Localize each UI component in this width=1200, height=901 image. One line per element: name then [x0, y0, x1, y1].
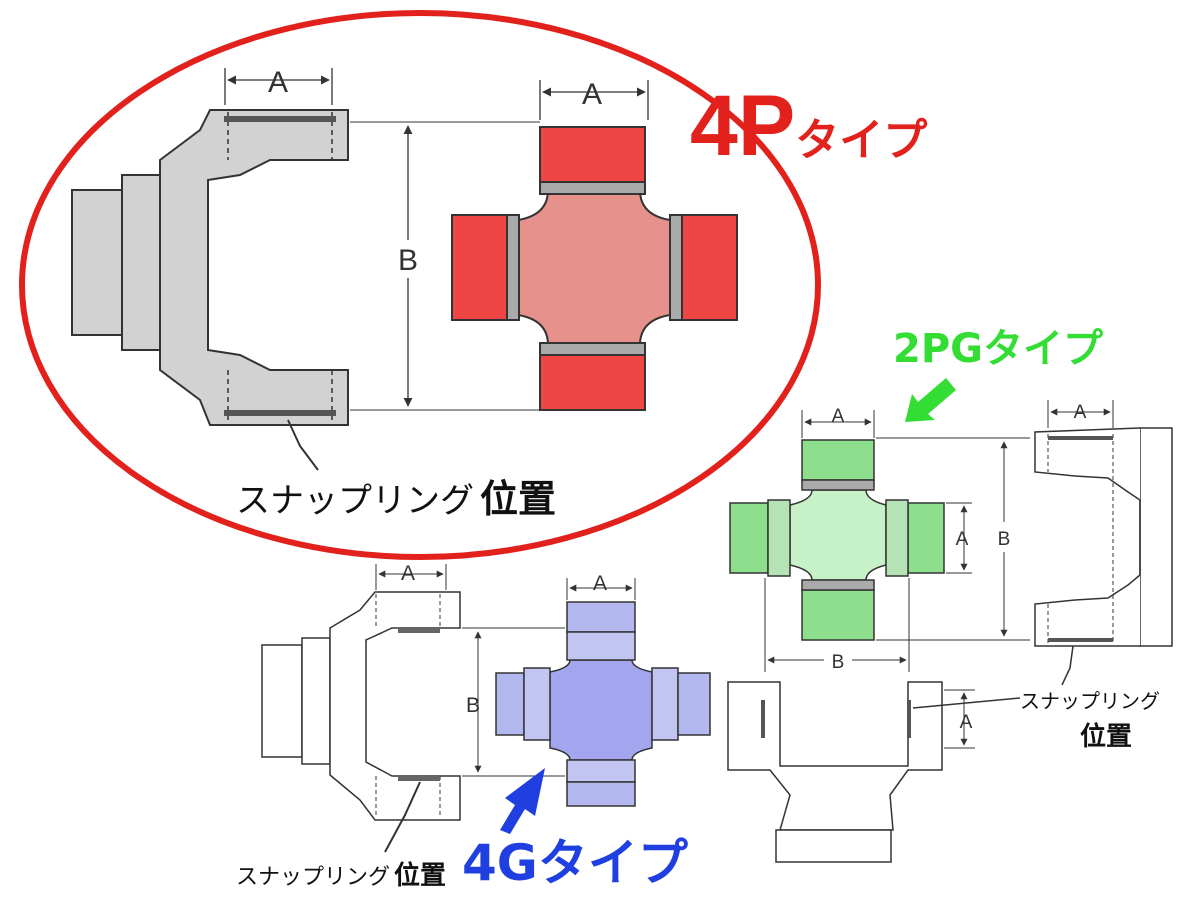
cross-2pg-cap-top — [801, 439, 875, 481]
snap-ring-position-4p: 位置 — [480, 477, 556, 521]
dim-b-4p: B — [398, 244, 418, 277]
snap-ring-label-2pg: スナップリング — [1020, 689, 1160, 713]
dim-b-2pg-horizontal-bg — [824, 648, 852, 674]
cross-4p-cap-left — [451, 214, 508, 321]
dim-b-4p-bg — [392, 240, 424, 278]
dim-a-2pg-cross-side: A — [956, 529, 969, 550]
dim-a-2pg-yoke-top: A — [1074, 402, 1087, 423]
cross-4g — [495, 601, 711, 807]
cross-4g-cap-bottom — [566, 781, 636, 807]
cross-2pg-seal-top — [801, 479, 875, 491]
dimensions-4p — [224, 68, 649, 471]
pointer-arrow-icon — [905, 378, 956, 422]
cross-4p — [451, 126, 738, 411]
yoke-4g-hub-outer — [261, 644, 303, 758]
type-4g-group: A A B 4Gタイプ スナップリング位置 — [236, 562, 711, 892]
yoke-2pg-front-body — [727, 681, 943, 831]
dim-a-4g-yoke: A — [401, 562, 415, 585]
cross-4p-seal-bottom — [539, 342, 646, 356]
cross-2pg-groove-left — [767, 499, 791, 577]
cross-4p-cap-top — [539, 126, 646, 183]
cross-4g-body — [549, 659, 653, 761]
snap-ring-label-4p: スナップリング位置 — [236, 477, 556, 521]
type-label-4p-suffix: タイプ — [795, 115, 927, 166]
cross-4g-groove-right — [651, 667, 679, 741]
yoke-4g — [261, 591, 461, 821]
type-2pg-group: 2PGタイプ — [727, 326, 1173, 863]
yoke-2pg-body — [1034, 427, 1141, 647]
cross-4p-seal-right — [669, 214, 683, 321]
type-4p-group: A A B スナップリング位置 4Pタイプ — [19, 10, 927, 560]
yoke-4p — [71, 109, 349, 426]
cross-4p-seal-left — [506, 214, 520, 321]
type-label-2pg: 2PGタイプ — [893, 326, 1103, 372]
snap-ring-position-2pg: 位置 — [1080, 721, 1132, 752]
dim-a-4p-cross: A — [582, 78, 602, 111]
dim-b-2pg-vertical-bg — [990, 522, 1018, 552]
cross-4p-body — [517, 189, 671, 346]
yoke-4g-body — [329, 591, 461, 821]
type-label-4p-main: 4P — [690, 78, 795, 174]
cross-2pg-body — [789, 489, 887, 581]
yoke-4p-hub-outer — [71, 189, 123, 336]
cross-4p-seal-top — [539, 181, 646, 195]
snap-ring-text-4g: スナップリング — [236, 865, 390, 890]
snap-ring-label-4g: スナップリング位置 — [236, 860, 446, 891]
yoke-4g-hub-inner — [301, 637, 331, 765]
cross-2pg-groove-right — [885, 499, 909, 577]
snap-ring-mark-bottom — [224, 410, 336, 416]
yoke-4p-body — [159, 109, 349, 426]
yoke-4p-hub-inner — [121, 174, 163, 351]
dim-a-4p-yoke: A — [268, 66, 288, 99]
snap-ring-position-4g: 位置 — [394, 860, 446, 891]
cross-4g-groove-top — [566, 631, 636, 661]
yoke-2pg — [1034, 427, 1173, 647]
yoke-2pg-flange — [1139, 427, 1173, 647]
cross-4g-cap-left — [495, 672, 525, 736]
yoke-2pg-front — [727, 681, 943, 863]
cross-2pg-seal-bottom — [801, 579, 875, 591]
cross-2pg-cap-right — [907, 502, 945, 574]
cross-4g-groove-left — [523, 667, 551, 741]
cross-4g-cap-right — [677, 672, 711, 736]
cross-2pg-cap-left — [729, 502, 769, 574]
dim-a-2pg-cross-top: A — [832, 406, 845, 427]
type-label-4g: 4Gタイプ — [462, 834, 688, 892]
dim-b-2pg-vertical: B — [998, 529, 1011, 550]
cross-4p-cap-bottom — [539, 354, 646, 411]
snap-ring-text-4p: スナップリング — [236, 481, 474, 521]
cross-4p-cap-right — [681, 214, 738, 321]
cross-2pg-cap-bottom — [801, 589, 875, 641]
dimensions-4g — [375, 564, 636, 853]
dim-b-2pg-horizontal: B — [832, 652, 845, 673]
dim-a-2pg-bottom: A — [960, 712, 973, 733]
dim-a-4g-cross: A — [593, 572, 607, 595]
cross-2pg — [729, 439, 945, 641]
cross-4g-cap-top — [566, 601, 636, 633]
cross-4g-groove-bottom — [566, 759, 636, 783]
dim-b-4g: B — [466, 694, 480, 717]
pointer-arrow-icon — [500, 768, 545, 834]
yoke-2pg-front-hub — [775, 829, 892, 863]
snap-ring-mark-top — [224, 116, 336, 122]
type-label-4p: 4Pタイプ — [690, 78, 927, 174]
highlight-ellipse — [19, 10, 821, 560]
